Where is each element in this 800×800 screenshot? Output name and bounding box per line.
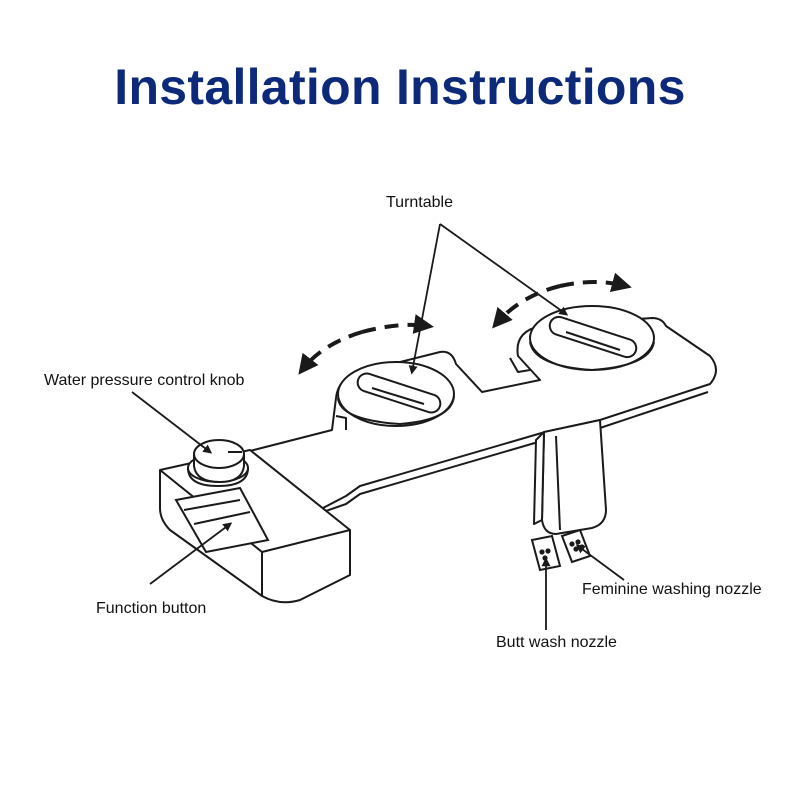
label-butt-nozzle: Butt wash nozzle (496, 634, 617, 651)
label-turntable: Turntable (386, 194, 453, 211)
rotation-arrow-right-cw (559, 272, 632, 293)
rotation-arrow-left-cw (361, 314, 434, 334)
water-pressure-knob[interactable] (187, 439, 249, 488)
label-feminine-nozzle: Feminine washing nozzle (582, 581, 762, 598)
function-button[interactable] (174, 486, 270, 554)
feminine-washing-nozzle[interactable] (560, 528, 592, 564)
nozzle-tower (533, 419, 607, 535)
rotation-arrow-right-ccw (492, 284, 561, 329)
leader-turntable-left (408, 223, 441, 375)
page-title: Installation Instructions (114, 59, 686, 115)
leader-lines (131, 223, 625, 630)
label-water-pressure-knob: Water pressure control knob (44, 372, 245, 389)
turntable-right[interactable] (529, 305, 655, 372)
label-function-button: Function button (96, 600, 207, 617)
leader-knob (131, 391, 213, 454)
leader-function (149, 522, 233, 585)
rotation-arrow-left-ccw (298, 330, 363, 375)
leader-turntable-right (439, 223, 569, 316)
rotation-arrows (298, 272, 632, 375)
turntable-left[interactable] (337, 361, 455, 427)
leader-feminine (575, 544, 625, 581)
